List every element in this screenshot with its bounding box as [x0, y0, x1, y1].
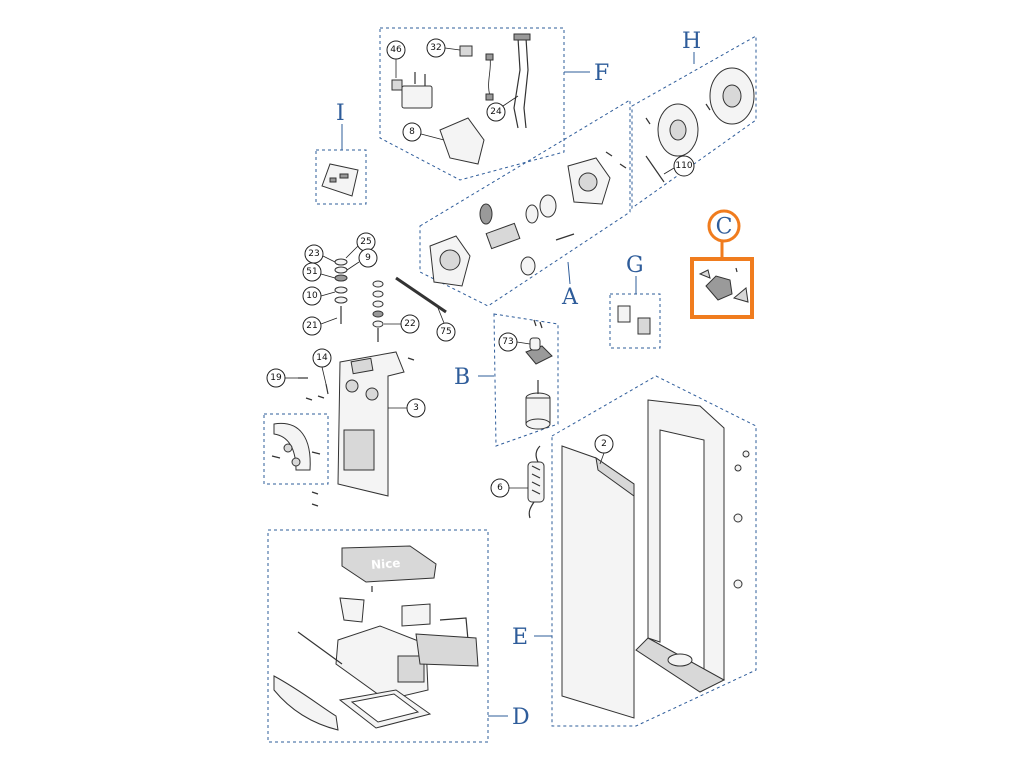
svg-text:22: 22 — [404, 319, 415, 329]
svg-text:10: 10 — [306, 291, 318, 301]
base-frame-part — [337, 351, 415, 497]
svg-text:23: 23 — [308, 249, 319, 259]
transformer-part — [401, 85, 433, 109]
callout-9: 9 — [346, 248, 378, 271]
callout-24: 24 — [486, 95, 519, 122]
release-lever-part — [645, 155, 665, 183]
front-cover-part — [561, 445, 635, 719]
group-h: H — [631, 29, 757, 209]
group-f-label: F — [594, 61, 609, 86]
group-d: D Nice — [267, 529, 530, 743]
arm-bracket-group — [263, 413, 329, 485]
svg-text:3: 3 — [413, 403, 419, 413]
svg-text:2: 2 — [601, 439, 607, 449]
svg-text:73: 73 — [502, 337, 513, 347]
top-cover-part — [341, 545, 437, 583]
group-g-label: G — [626, 253, 644, 278]
group-i-label: I — [336, 101, 345, 126]
group-d-label: D — [512, 705, 530, 730]
gasket-part — [415, 633, 479, 667]
fastener-stack-left — [334, 258, 447, 342]
group-c-label: C — [716, 215, 733, 240]
callout-10: 10 — [302, 286, 336, 306]
callout-51: 51 — [302, 262, 336, 282]
callout-46: 46 — [386, 40, 406, 78]
svg-text:21: 21 — [306, 321, 317, 331]
group-e: E — [512, 375, 757, 727]
group-f: F — [379, 27, 609, 181]
group-e-label: E — [512, 625, 528, 650]
callout-21: 21 — [302, 316, 338, 336]
worm-screw-part — [555, 233, 575, 241]
group-i: I — [315, 101, 367, 205]
group-b-label: B — [454, 365, 470, 390]
svg-text:75: 75 — [440, 327, 451, 337]
cover-bracket-part — [439, 117, 485, 165]
callout-110: 110 — [663, 155, 695, 177]
group-a: A — [419, 99, 631, 310]
callout-23: 23 — [304, 244, 336, 264]
svg-text:9: 9 — [365, 253, 371, 263]
svg-text:25: 25 — [360, 237, 371, 247]
control-board-part — [321, 163, 359, 197]
svg-text:32: 32 — [430, 43, 441, 53]
front-strip-part — [273, 675, 339, 731]
spring-part — [527, 445, 545, 519]
component-32-part — [459, 45, 473, 57]
callout-32: 32 — [426, 38, 461, 58]
callout-3: 3 — [388, 398, 426, 418]
callout-73: 73 — [498, 332, 531, 352]
group-c-highlight-circle — [707, 209, 741, 243]
key-lock-part — [617, 305, 631, 323]
lock-plate-part — [637, 317, 651, 335]
cabinet-frame-part — [647, 399, 725, 681]
group-g: G — [609, 253, 661, 349]
group-b: B — [454, 313, 559, 447]
output-shaft-part — [485, 222, 521, 250]
connector-part — [391, 79, 403, 91]
svg-text:6: 6 — [497, 483, 503, 493]
svg-text:46: 46 — [390, 45, 402, 55]
callout-14: 14 — [312, 348, 332, 395]
callout-2: 2 — [594, 434, 614, 465]
svg-text:14: 14 — [316, 353, 328, 363]
group-a-label: A — [561, 285, 579, 310]
callout-6: 6 — [490, 478, 528, 498]
callout-75: 75 — [436, 307, 456, 342]
svg-text:19: 19 — [270, 373, 282, 383]
photocell-part — [705, 275, 733, 301]
group-c-highlighted: C — [690, 209, 754, 319]
callout-8: 8 — [402, 122, 445, 142]
gear-part — [479, 203, 493, 225]
callout-22: 22 — [384, 314, 420, 334]
cover-logo: Nice — [371, 556, 401, 572]
callout-25: 25 — [345, 232, 376, 259]
svg-text:8: 8 — [409, 127, 415, 137]
svg-text:24: 24 — [490, 107, 502, 117]
svg-text:110: 110 — [675, 161, 692, 171]
group-h-label: H — [682, 29, 701, 54]
callout-19: 19 — [266, 368, 308, 388]
svg-text:51: 51 — [306, 267, 317, 277]
